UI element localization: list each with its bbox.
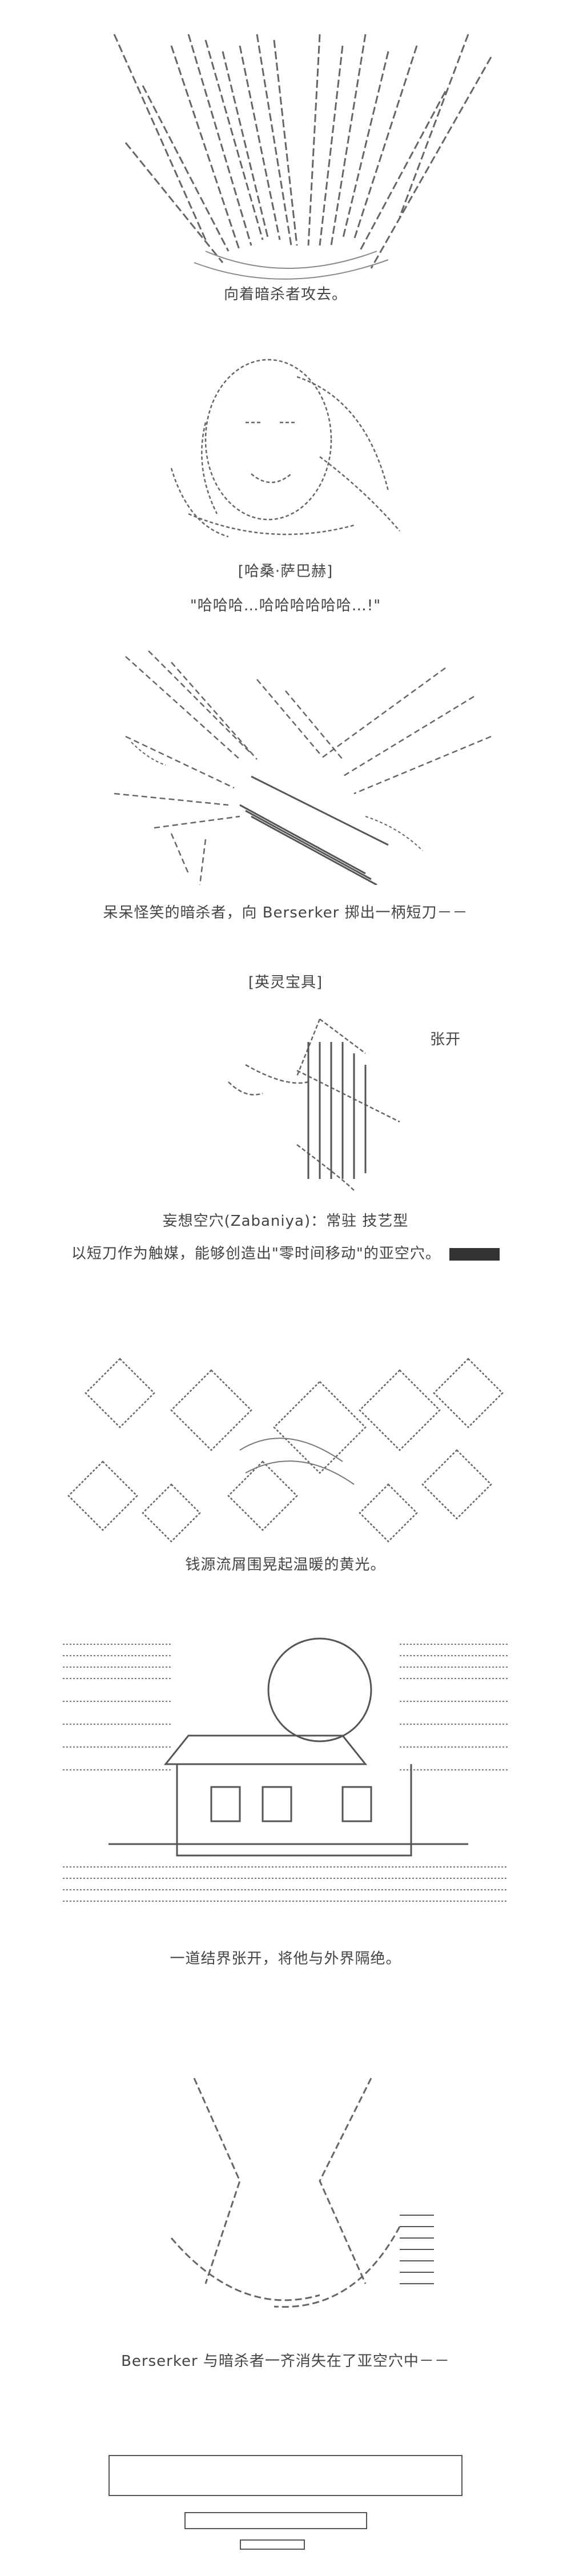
caption-np-line1: 妄想空穴(Zabaniya)：常驻 技艺型	[162, 1213, 409, 1230]
panel-attack: 向着暗杀者攻去。	[0, 0, 571, 308]
redacted-block	[449, 1247, 500, 1261]
caption-hassan-line: "哈哈哈…哈哈哈哈哈哈…!"	[190, 597, 381, 614]
art-barrier-house	[63, 1637, 508, 1902]
panel-noble-phantasm: [英灵宝具] 张开 妄想空穴(Zabaniya)：常驻 技艺型 以短刀作为触媒，…	[0, 971, 571, 1267]
caption-attack: 向着暗杀者攻去。	[223, 286, 347, 303]
panel-throw: 呆呆怪笑的暗杀者，向 Berserker 掷出一柄短刀－－	[0, 645, 571, 942]
empty-frame-medium	[184, 2512, 367, 2529]
panel-diamonds: 钱源流屑围晃起温暖的黄光。	[0, 1336, 571, 1587]
empty-frame-small	[240, 2539, 305, 2550]
panel-hassan: [哈桑·萨巴赫] "哈哈哈…哈哈哈哈哈哈…!"	[0, 343, 571, 639]
panel-vanish: Berserker 与暗杀者一齐消失在了亚空穴中－－	[0, 2067, 571, 2386]
art-hand-open	[228, 1019, 400, 1191]
empty-frame-large	[108, 2455, 463, 2496]
caption-np-title: [英灵宝具]	[248, 974, 323, 991]
art-hassan-face	[170, 359, 400, 538]
caption-hassan-name: [哈桑·萨巴赫]	[238, 563, 333, 580]
caption-throw: 呆呆怪笑的暗杀者，向 Berserker 掷出一柄短刀－－	[103, 904, 468, 921]
caption-house: 一道结界张开，将他与外界隔绝。	[170, 1950, 401, 1967]
caption-np-line2-text: 以短刀作为触媒，能够创造出"零时间移动"的亚空穴。	[71, 1245, 441, 1262]
art-diamond-lattice	[67, 1358, 504, 1543]
art-knife-throw	[114, 650, 492, 885]
caption-np-line2: 以短刀作为触媒，能够创造出"零时间移动"的亚空穴。	[0, 1242, 571, 1263]
art-vanish-swirl	[170, 2078, 434, 2308]
panel-house: 一道结界张开，将他与外界隔绝。	[0, 1627, 571, 1993]
caption-vanish: Berserker 与暗杀者一齐消失在了亚空穴中－－	[121, 2353, 450, 2370]
caption-np-sfx: 张开	[429, 1031, 461, 1048]
caption-diamonds: 钱源流屑围晃起温暖的黄光。	[185, 1556, 386, 1573]
art-radiating-strokes	[113, 34, 492, 280]
